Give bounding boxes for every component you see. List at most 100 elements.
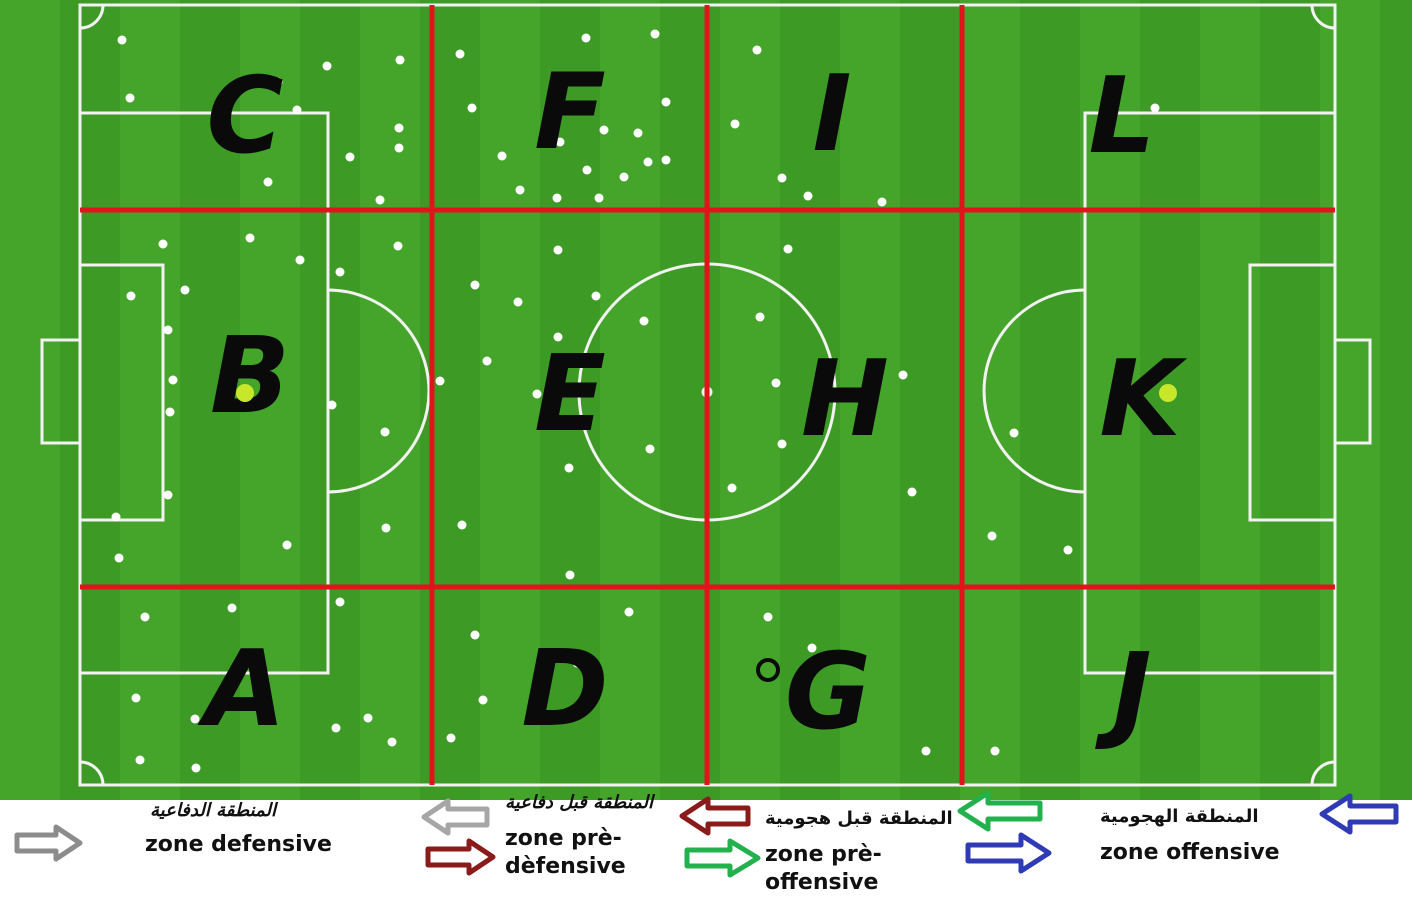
player-dot <box>382 524 391 533</box>
player-dot <box>395 124 404 133</box>
player-dot <box>169 376 178 385</box>
player-dot <box>878 198 887 207</box>
player-dot <box>471 631 480 640</box>
zone-letter-h: H <box>801 338 889 460</box>
zone-letter-f: F <box>534 51 606 173</box>
player-dot <box>181 286 190 295</box>
zone-letter-a: A <box>197 628 285 750</box>
player-dot <box>336 598 345 607</box>
legend-pre-offensive-french-2: offensive <box>765 868 878 897</box>
player-dot <box>764 613 773 622</box>
ball <box>236 384 254 402</box>
player-dot <box>784 245 793 254</box>
player-dot <box>456 50 465 59</box>
legend-defensive-arabic: المنطقة الدفاعية <box>150 800 276 822</box>
player-dot <box>115 554 124 563</box>
zone-letter-l: L <box>1089 55 1156 177</box>
player-dot <box>293 106 302 115</box>
player-dot <box>644 158 653 167</box>
player-dot <box>126 94 135 103</box>
player-dot <box>565 464 574 473</box>
player-dot <box>471 281 480 290</box>
player-dot <box>328 401 337 410</box>
player-dot <box>228 604 237 613</box>
player-dot <box>112 513 121 522</box>
player-dot <box>127 292 136 301</box>
player-dot <box>395 144 404 153</box>
player-dot <box>634 129 643 138</box>
player-dot <box>566 571 575 580</box>
arrow-left-blue-icon <box>1318 793 1400 835</box>
legend-pre-defensive-french-1: zone prè- <box>505 824 622 853</box>
legend-offensive-french: zone offensive <box>1100 838 1280 867</box>
player-dot <box>498 152 507 161</box>
player-dot <box>514 298 523 307</box>
legend-pre-defensive-french-2: dèfensive <box>505 852 626 881</box>
player-dot <box>625 608 634 617</box>
player-dot <box>778 174 787 183</box>
zone-letter-c: C <box>206 55 283 177</box>
player-dot <box>1064 546 1073 555</box>
player-dot <box>396 56 405 65</box>
player-dot <box>346 153 355 162</box>
player-dot <box>447 734 456 743</box>
player-dot <box>922 747 931 756</box>
player-dot <box>164 326 173 335</box>
player-dot <box>991 747 1000 756</box>
player-dot <box>264 178 273 187</box>
player-dot <box>468 104 477 113</box>
player-dot <box>159 240 168 249</box>
player-dot <box>753 46 762 55</box>
player-dot <box>283 541 292 550</box>
player-dot <box>394 242 403 251</box>
zone-letter-b: B <box>210 315 290 437</box>
player-dot <box>595 194 604 203</box>
player-dot <box>778 440 787 449</box>
player-dot <box>296 256 305 265</box>
player-dot <box>436 377 445 386</box>
arrow-right-darkred-icon <box>425 838 497 876</box>
arrow-right-blue-icon <box>965 832 1053 874</box>
player-dot <box>772 379 781 388</box>
player-dot <box>756 313 765 322</box>
arrow-left-green-icon <box>956 790 1044 832</box>
arrow-left-darkred-icon <box>678 796 752 836</box>
zone-letter-g: G <box>785 631 871 753</box>
player-dot <box>908 488 917 497</box>
player-dot <box>728 484 737 493</box>
football-pitch: C F I L B E H K A D G J <box>0 0 1412 800</box>
player-dot <box>582 34 591 43</box>
player-dot <box>132 694 141 703</box>
player-dot <box>164 491 173 500</box>
player-dot <box>323 62 332 71</box>
legend-pre-offensive-arabic: المنطقة قبل هجومية <box>765 808 953 830</box>
player-dot <box>651 30 660 39</box>
player-dot <box>554 246 563 255</box>
player-dot <box>191 715 200 724</box>
player-dot <box>516 186 525 195</box>
player-dot <box>118 36 127 45</box>
zone-letter-e: E <box>534 333 606 455</box>
player-dot <box>381 428 390 437</box>
player-dot <box>483 357 492 366</box>
player-dot <box>332 724 341 733</box>
player-dot <box>141 613 150 622</box>
zone-letter-d: D <box>521 628 608 750</box>
legend-pre-defensive-arabic: المنطقة قبل دفاعية <box>505 792 653 814</box>
player-dot <box>804 192 813 201</box>
player-dot <box>458 521 467 530</box>
player-dot <box>988 532 997 541</box>
player-dot <box>479 696 488 705</box>
legend-defensive-french: zone defensive <box>145 830 332 859</box>
player-dot <box>899 371 908 380</box>
legend-pre-offensive-french-1: zone prè- <box>765 840 882 869</box>
arrow-right-green-icon <box>684 838 762 878</box>
player-dot <box>376 196 385 205</box>
arrow-left-gray-icon <box>420 798 490 836</box>
player-dot <box>662 156 671 165</box>
player-dot <box>136 756 145 765</box>
player-dot <box>336 268 345 277</box>
player-dot <box>1010 429 1019 438</box>
player-dot <box>592 292 601 301</box>
player-dot <box>166 408 175 417</box>
